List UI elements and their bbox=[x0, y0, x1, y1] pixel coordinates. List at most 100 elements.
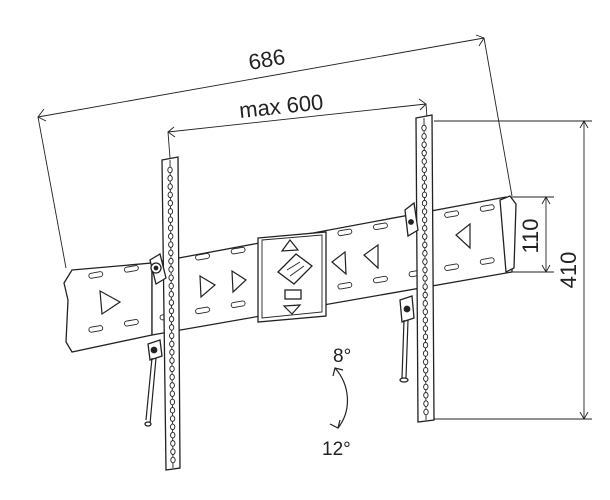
arm-hole bbox=[170, 448, 176, 455]
arm-hole bbox=[423, 400, 429, 407]
rail-slot bbox=[230, 300, 246, 308]
arm-hole bbox=[168, 249, 174, 257]
arm-hole bbox=[421, 191, 428, 199]
arm-hole bbox=[167, 191, 173, 199]
arm-hole bbox=[422, 250, 428, 257]
arm-hole bbox=[167, 224, 174, 232]
arm-hole bbox=[169, 398, 176, 406]
arm-hole bbox=[422, 333, 429, 341]
arm-hole bbox=[168, 274, 174, 281]
arm-hole bbox=[421, 199, 428, 207]
arm-hole bbox=[423, 375, 429, 382]
lock-slot-icon bbox=[284, 289, 302, 300]
arm-hole bbox=[423, 392, 429, 399]
arm-hole bbox=[421, 158, 427, 165]
arm-hole bbox=[422, 358, 429, 366]
arm-hole bbox=[421, 149, 427, 157]
rail-slot bbox=[337, 228, 353, 237]
dimension-max-vesa-width: max 600 bbox=[167, 89, 428, 159]
rail-slot bbox=[373, 222, 388, 231]
arm-hole bbox=[167, 216, 174, 223]
arm-hole bbox=[169, 373, 175, 381]
arm-hole bbox=[169, 382, 175, 389]
arm-hole bbox=[421, 208, 428, 215]
arm-hole bbox=[167, 166, 173, 174]
rail-slot bbox=[230, 246, 246, 255]
arm-hole bbox=[167, 199, 173, 207]
arm-hole bbox=[169, 340, 175, 348]
arm-hole bbox=[167, 208, 174, 215]
arm-hole bbox=[421, 216, 428, 224]
rail-slot bbox=[195, 252, 210, 261]
center-lock-block bbox=[257, 231, 327, 323]
arm-hole bbox=[167, 175, 173, 182]
arm-hole bbox=[421, 141, 427, 148]
arm-hole bbox=[168, 266, 174, 273]
arm-hole bbox=[169, 390, 175, 397]
rail-slot bbox=[123, 319, 139, 327]
arm-hole bbox=[170, 440, 176, 447]
tilt-down-label: 12° bbox=[322, 439, 351, 460]
level-up-arrow-icon bbox=[280, 239, 300, 252]
arm-hole bbox=[168, 315, 175, 323]
rail-slot bbox=[479, 257, 495, 265]
rail-slot bbox=[88, 271, 104, 279]
left-arm-holes bbox=[167, 166, 176, 464]
level-diamond-icon bbox=[277, 253, 313, 285]
arm-hole bbox=[423, 408, 429, 416]
rail-slot bbox=[373, 275, 388, 284]
arm-hole bbox=[423, 383, 429, 391]
arm-hole bbox=[168, 291, 174, 298]
rail-height-label: 110 bbox=[518, 218, 543, 253]
tilt-indicator: 8° 12° bbox=[322, 346, 351, 460]
arm-hole bbox=[421, 124, 427, 132]
rail-slot bbox=[123, 265, 139, 273]
rail-slot bbox=[444, 263, 460, 271]
arm-hole bbox=[169, 415, 176, 422]
arm-hole bbox=[170, 456, 176, 464]
arm-hole bbox=[170, 423, 176, 431]
tilt-up-label: 8° bbox=[333, 346, 351, 367]
arm-hole bbox=[168, 233, 174, 240]
arm-hole bbox=[168, 282, 174, 290]
arm-hole bbox=[422, 308, 428, 316]
dimension-rail-height: 110 bbox=[510, 196, 554, 273]
arm-hole bbox=[421, 174, 428, 182]
arm-hole bbox=[170, 431, 176, 439]
arm-hole bbox=[168, 307, 175, 315]
rail-slot bbox=[337, 282, 353, 290]
arm-hole bbox=[422, 224, 428, 232]
arm-hole bbox=[169, 332, 175, 339]
arm-hole bbox=[422, 275, 428, 282]
overall-width-label: 686 bbox=[247, 44, 288, 75]
rail-slot bbox=[195, 306, 210, 315]
arm-hole bbox=[422, 258, 428, 265]
plate-height-label: 410 bbox=[556, 252, 581, 289]
right-arm-holes bbox=[421, 124, 429, 416]
arm-hole bbox=[168, 324, 175, 331]
arm-hole bbox=[422, 341, 429, 349]
arm-hole bbox=[422, 241, 428, 249]
arm-hole bbox=[169, 365, 175, 373]
rail-slot bbox=[88, 325, 104, 333]
arm-hole bbox=[169, 349, 175, 356]
right-vertical-arm bbox=[399, 114, 435, 423]
arm-hole bbox=[421, 133, 427, 140]
rail-slot bbox=[444, 210, 460, 218]
left-vertical-arm bbox=[144, 156, 181, 471]
arm-hole bbox=[422, 325, 429, 332]
arm-hole bbox=[169, 357, 175, 364]
tilt-arc bbox=[334, 367, 349, 429]
rail-slot bbox=[479, 204, 495, 212]
arm-hole bbox=[168, 241, 174, 248]
arm-hole bbox=[421, 166, 427, 174]
arm-hole bbox=[423, 366, 429, 374]
arm-hole bbox=[168, 257, 174, 265]
level-down-arrow-icon bbox=[282, 304, 302, 315]
arm-hole bbox=[167, 183, 173, 190]
arm-hole bbox=[421, 183, 428, 190]
rail-chevrons bbox=[99, 222, 471, 316]
arm-hole bbox=[169, 407, 176, 414]
arm-hole bbox=[422, 316, 429, 324]
